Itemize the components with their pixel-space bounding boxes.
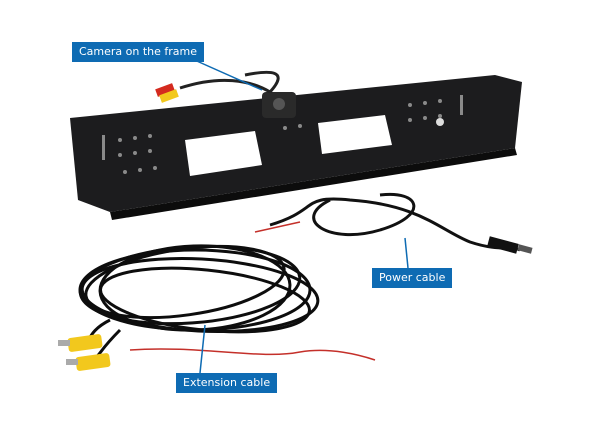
license-plate-frame xyxy=(70,75,522,220)
leader-lines xyxy=(189,57,409,374)
extension-cable xyxy=(78,244,320,360)
power-cable xyxy=(254,192,533,254)
camera xyxy=(262,92,296,118)
rca-connectors xyxy=(58,334,111,371)
camera-cable xyxy=(179,70,280,94)
camera-on-frame-label: Camera on the frame xyxy=(72,42,205,62)
extension-cable-label: Extension cable xyxy=(176,373,278,393)
red-wire xyxy=(129,348,376,361)
power-cable-label: Power cable xyxy=(372,268,453,288)
